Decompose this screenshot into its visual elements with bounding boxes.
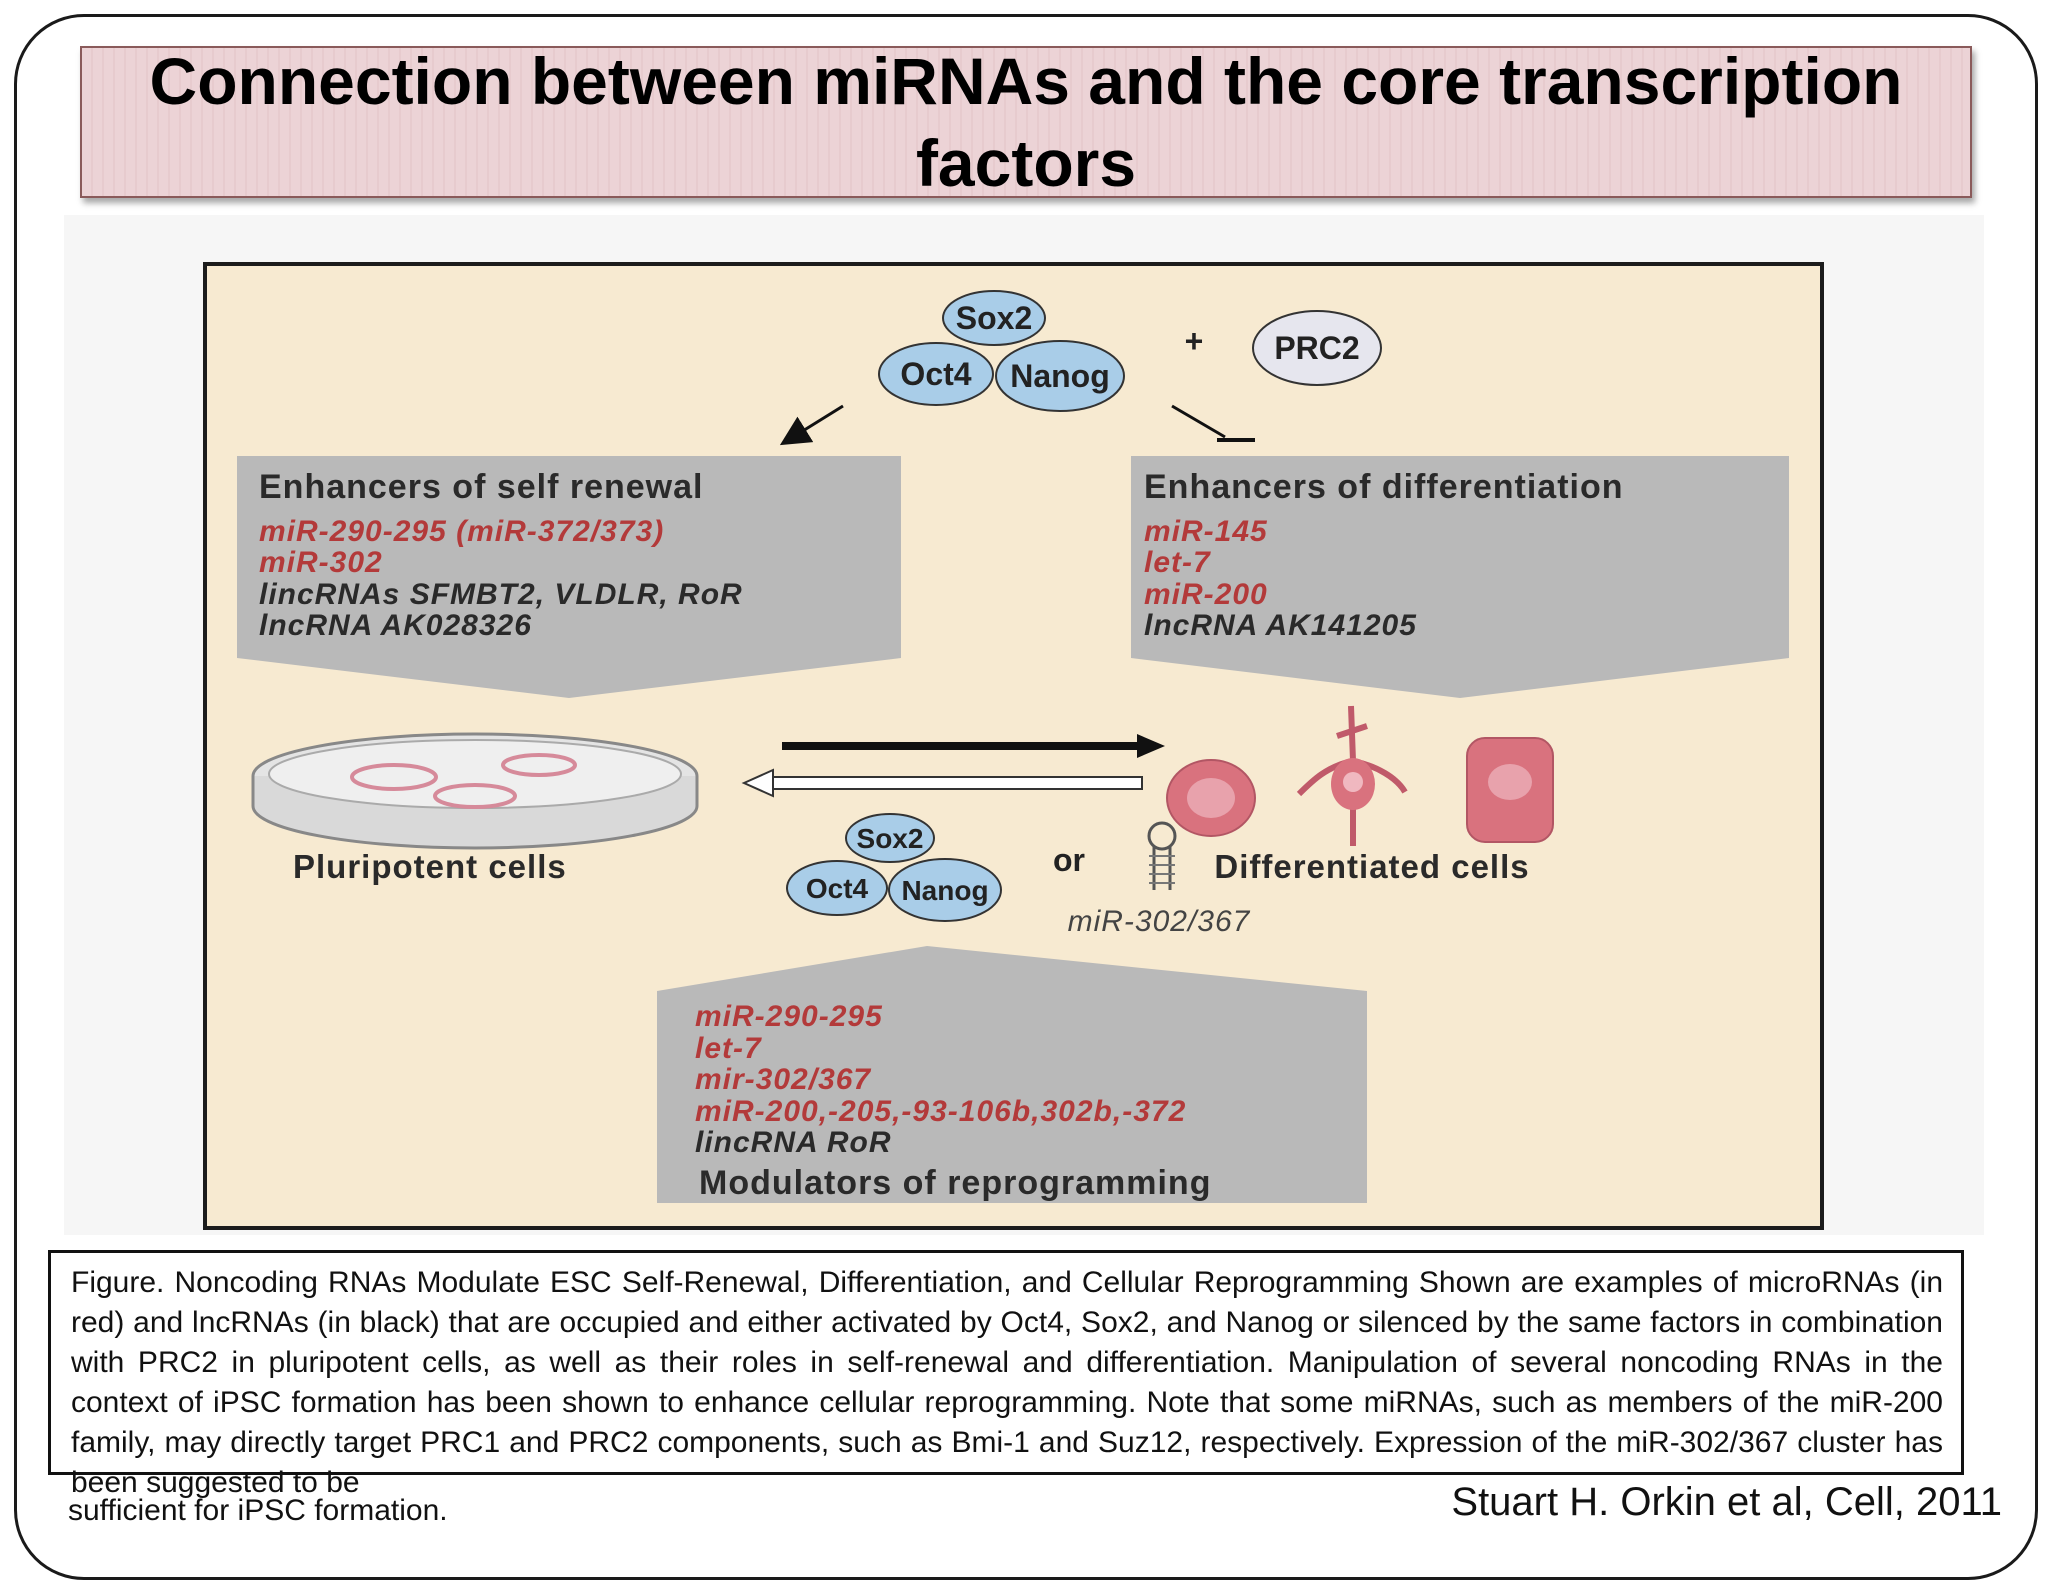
reprogramming-item: mir-302/367 [695, 1063, 871, 1096]
petri-dish-image [251, 732, 699, 850]
title-banner: Connection between miRNAs and the core t… [80, 44, 1972, 200]
nanog-label: Nanog [1010, 358, 1110, 394]
mirna-hairpin-label: miR-302/367 [1068, 905, 1251, 938]
differentiation-panel: Enhancers of differentiation miR-145 let… [1131, 456, 1789, 698]
prc2-oval [1252, 310, 1382, 386]
pluripotent-cells-label: Pluripotent cells [293, 848, 567, 885]
citation: Stuart H. Orkin et al, Cell, 2011 [1451, 1480, 2002, 1524]
differentiation-item: lncRNA AK141205 [1144, 609, 1417, 642]
differentiation-item: let-7 [1144, 546, 1211, 579]
slide-title: Connection between miRNAs and the core t… [149, 44, 1903, 200]
differentiation-arrow [782, 734, 1165, 758]
oct4-oval [786, 860, 888, 916]
diagram-figure: Sox2 Oct4 Nanog + PRC2 Enhancers of self… [203, 262, 1824, 1230]
nanog-oval [995, 340, 1125, 412]
nanog-label: Nanog [901, 875, 988, 906]
or-label: or [1053, 842, 1085, 878]
self-renewal-item: miR-302 [259, 546, 383, 579]
self-renewal-item: lincRNAs SFMBT2, VLDLR, RoR [259, 578, 743, 611]
reprogramming-item: let-7 [695, 1032, 762, 1065]
activation-arrow [779, 404, 844, 446]
figure-caption-overflow: sufficient for iPSC formation. [68, 1494, 448, 1527]
differentiated-cells-label: Differentiated cells [1214, 848, 1529, 885]
reprogramming-heading: Modulators of reprogramming [699, 1164, 1211, 1202]
self-renewal-item: lncRNA AK028326 [259, 609, 532, 642]
sox2-label: Sox2 [956, 300, 1032, 336]
bottom-factor-cluster: Sox2 Oct4 Nanog or [786, 813, 1085, 922]
self-renewal-panel: Enhancers of self renewal miR-290-295 (m… [237, 456, 901, 698]
reprogramming-item: miR-290-295 [695, 1000, 883, 1033]
figure-caption: Figure. Noncoding RNAs Modulate ESC Self… [71, 1266, 1943, 1499]
sox2-oval [845, 813, 935, 863]
differentiation-heading: Enhancers of differentiation [1144, 468, 1624, 506]
reprogramming-item: lincRNA RoR [695, 1126, 892, 1159]
prc2-label: PRC2 [1274, 330, 1359, 366]
oct4-label: Oct4 [806, 873, 869, 904]
reprogramming-panel: miR-290-295 let-7 mir-302/367 miR-200,-2… [657, 946, 1367, 1203]
figure-caption-box: Figure. Noncoding RNAs Modulate ESC Self… [48, 1250, 1964, 1499]
self-renewal-item: miR-290-295 (miR-372/373) [259, 515, 664, 548]
sox2-oval [942, 290, 1046, 346]
top-factor-cluster: Sox2 Oct4 Nanog + PRC2 [878, 290, 1382, 412]
sox2-label: Sox2 [857, 823, 924, 854]
diagram-canvas: Sox2 Oct4 Nanog + PRC2 Enhancers of self… [237, 290, 1789, 1203]
oct4-oval [878, 342, 994, 406]
repression-bar-arrow [1171, 404, 1255, 442]
self-renewal-heading: Enhancers of self renewal [259, 468, 704, 506]
reprogramming-item: miR-200,-205,-93-106b,302b,-372 [695, 1095, 1186, 1128]
differentiation-item: miR-200 [1144, 578, 1268, 611]
mirna-hairpin-icon [1147, 821, 1177, 890]
differentiation-item: miR-145 [1144, 515, 1268, 548]
reprogramming-arrow [741, 768, 1143, 798]
oct4-label: Oct4 [900, 356, 971, 392]
nanog-oval [888, 858, 1002, 922]
plus-sign: + [1185, 323, 1204, 359]
differentiated-cells-image [1166, 705, 1554, 846]
